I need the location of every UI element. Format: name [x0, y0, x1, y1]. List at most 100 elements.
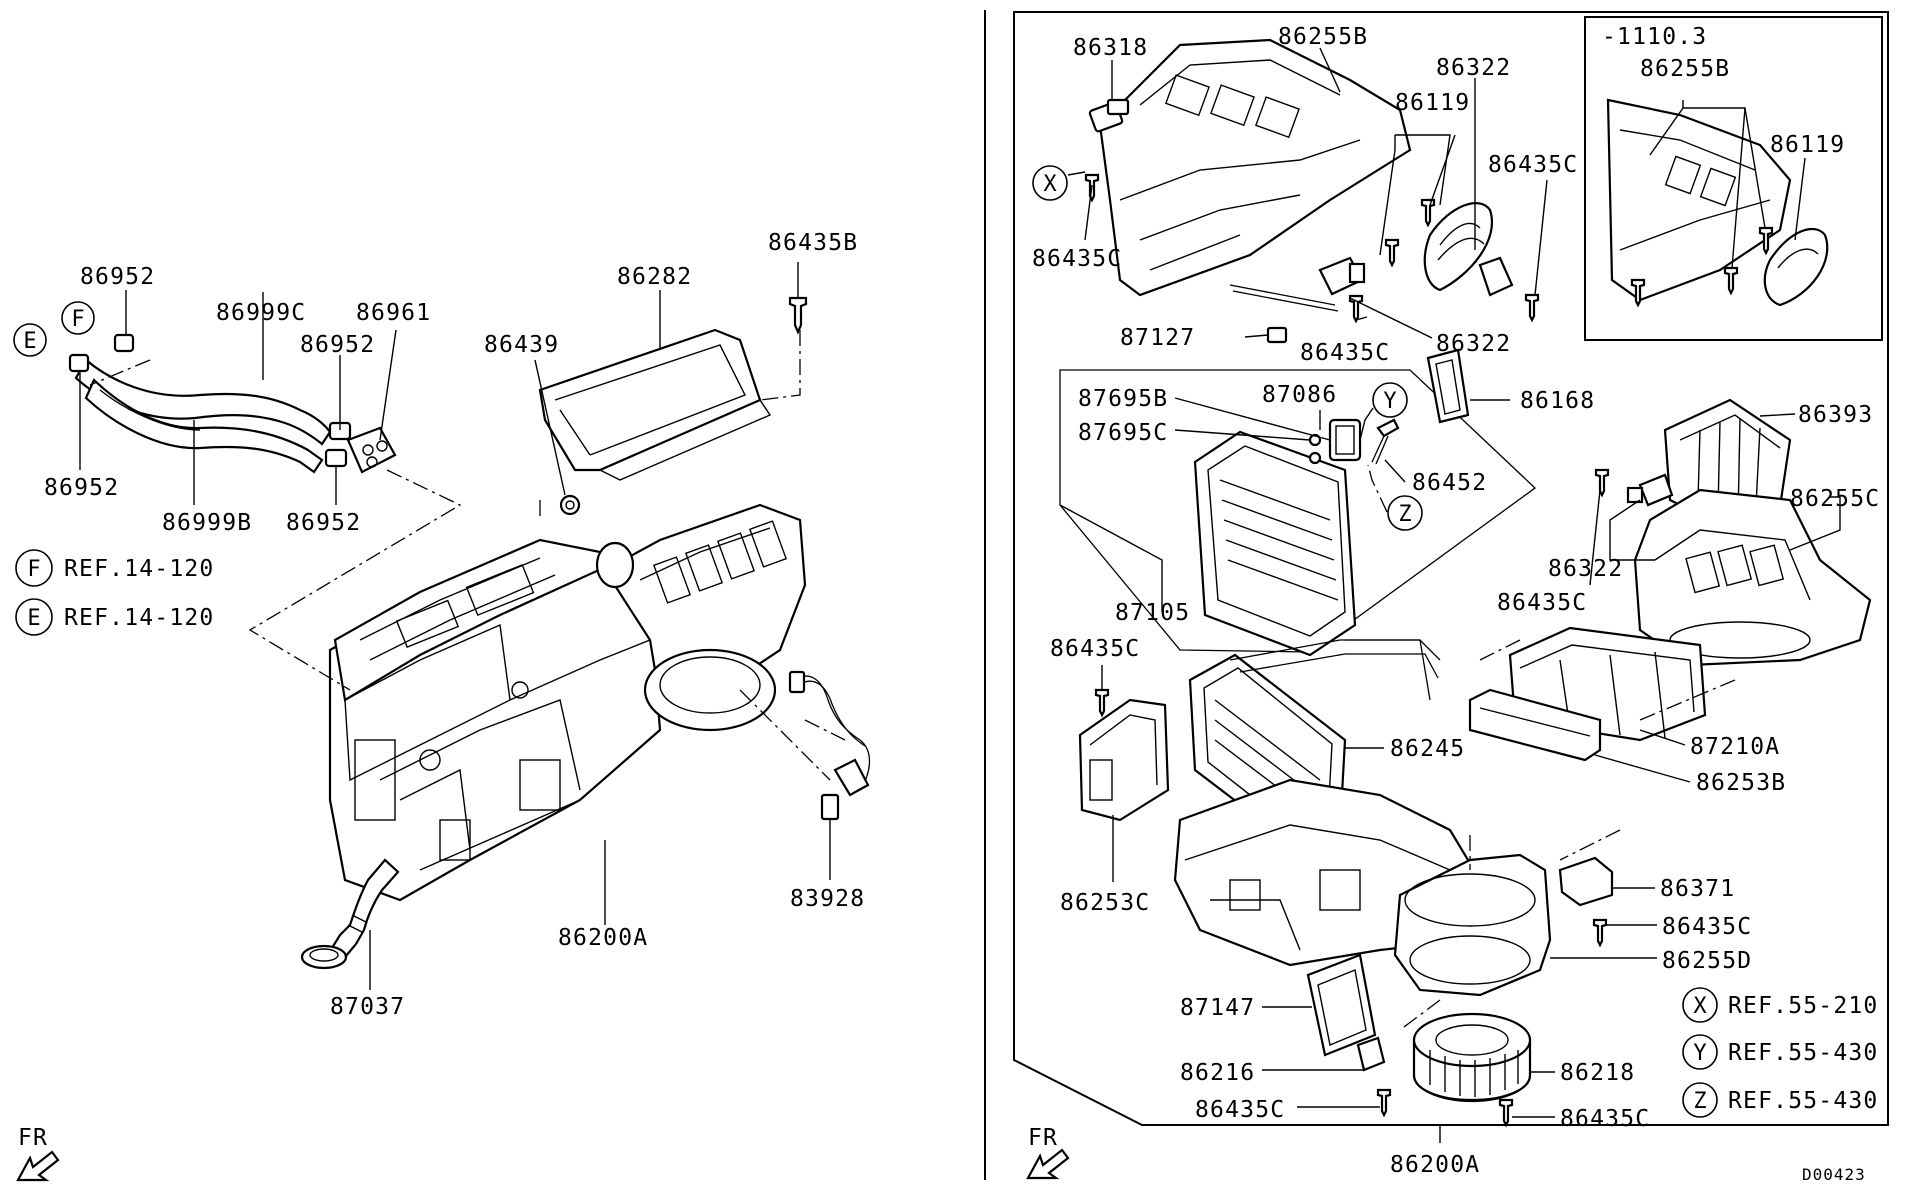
bolt-86452	[1371, 418, 1400, 465]
label-86255D: 86255D	[1662, 948, 1752, 974]
label-86435C-b: 86435C	[1032, 246, 1122, 272]
inset-caption: -1110.3	[1602, 24, 1707, 50]
label-86435C-h: 86435C	[1560, 1106, 1650, 1132]
ref-note-X: X REF.55-210	[1682, 987, 1878, 1023]
label-86435B: 86435B	[768, 230, 858, 256]
linkage-rod	[1229, 284, 1339, 344]
label-87695C: 87695C	[1078, 420, 1168, 446]
svg-text:Y: Y	[1693, 1041, 1706, 1066]
mode-cam-plate	[1423, 202, 1514, 297]
svg-text:F: F	[27, 557, 40, 582]
svg-text:F: F	[71, 307, 84, 332]
right-assembly-frame	[1013, 11, 1889, 1126]
drain-hose	[300, 858, 400, 970]
expansion-valve-87086	[1328, 418, 1362, 462]
label-87147: 87147	[1180, 995, 1255, 1021]
intake-housing-upper	[1098, 38, 1412, 297]
label-86435C-f: 86435C	[1662, 914, 1752, 940]
label-86168: 86168	[1520, 388, 1595, 414]
label-86961: 86961	[356, 300, 431, 326]
label-86245: 86245	[1390, 736, 1465, 762]
ref-note-Y: Y REF.55-430	[1682, 1034, 1878, 1070]
svg-text:REF.14-120: REF.14-120	[64, 556, 214, 582]
label-87695B: 87695B	[1078, 386, 1168, 412]
left-part-labels: 86952 86999C 86961 86952 86952 86999B 86…	[44, 230, 865, 1020]
callout-X: X	[1032, 165, 1068, 201]
label-86435C-e: 86435C	[1050, 636, 1140, 662]
servo-86322-top	[1318, 256, 1366, 296]
label-86999B: 86999B	[162, 510, 252, 536]
o-rings	[1308, 433, 1322, 465]
label-86318: 86318	[1073, 35, 1148, 61]
assembly-guide-lines-left	[89, 330, 846, 781]
leader-lines-inset	[1649, 100, 1806, 269]
ref-note-F: F REF.14-120	[15, 549, 214, 587]
grommet-86439	[559, 494, 581, 516]
label-87127: 87127	[1120, 325, 1195, 351]
side-bracket-86253C	[1078, 688, 1170, 822]
heater-unit-assembly	[328, 503, 807, 902]
inset-frame	[1584, 16, 1883, 341]
intake-case-86255C	[1633, 488, 1872, 667]
blower-motor-86218	[1412, 1012, 1532, 1103]
svg-text:REF.14-120: REF.14-120	[64, 605, 214, 631]
leader-lines-right	[1059, 47, 1841, 1143]
callout-Y: Y	[1372, 382, 1408, 418]
label-86435C-g: 86435C	[1195, 1097, 1285, 1123]
hose-connector-plate	[346, 426, 397, 474]
svg-text:FR: FR	[1028, 1125, 1058, 1151]
label-86371: 86371	[1660, 876, 1735, 902]
svg-text:REF.55-430: REF.55-430	[1728, 1088, 1878, 1114]
label-83928: 83928	[790, 886, 865, 912]
label-86322-a: 86322	[1436, 55, 1511, 81]
label-87086: 87086	[1262, 382, 1337, 408]
label-86255B: 86255B	[1278, 24, 1368, 50]
inset-label-86119: 86119	[1770, 132, 1845, 158]
assembly-guide-lines-right	[1399, 639, 1736, 1031]
label-86952-c: 86952	[44, 475, 119, 501]
callout-E: E	[13, 323, 47, 357]
ref-note-Z: Z REF.55-430	[1682, 1082, 1878, 1118]
hose-clamp	[68, 333, 352, 468]
inset-detail	[1606, 98, 1829, 308]
label-86200A-right: 86200A	[1390, 1152, 1480, 1178]
callout-F: F	[61, 301, 95, 335]
svg-text:REF.55-210: REF.55-210	[1728, 993, 1878, 1019]
svg-text:Z: Z	[1398, 502, 1411, 527]
label-86218: 86218	[1560, 1060, 1635, 1086]
right-part-labels: 86318 86255B 86322 86119 86435C 86435C 8…	[1032, 24, 1880, 1178]
callout-Z: Z	[1387, 495, 1423, 531]
resistor-86371	[1558, 856, 1614, 907]
svg-text:E: E	[27, 606, 40, 631]
filter-frame-86253B	[1468, 688, 1602, 762]
filter-cover	[538, 328, 772, 481]
leader-lines-left	[79, 262, 831, 990]
label-86435C-c: 86435C	[1300, 340, 1390, 366]
seal-86168	[1426, 348, 1470, 424]
label-86282: 86282	[617, 264, 692, 290]
front-direction-arrow-right: FR	[1026, 1125, 1070, 1180]
label-86322-b: 86322	[1436, 331, 1511, 357]
label-86255C: 86255C	[1790, 486, 1880, 512]
label-86253B: 86253B	[1696, 770, 1786, 796]
svg-text:FR: FR	[18, 1125, 48, 1151]
label-86999C: 86999C	[216, 300, 306, 326]
actuator-86318	[1088, 98, 1130, 133]
label-86393: 86393	[1798, 402, 1873, 428]
screws-bottom	[1376, 1088, 1514, 1128]
label-87037: 87037	[330, 994, 405, 1020]
svg-text:REF.55-430: REF.55-430	[1728, 1040, 1878, 1066]
label-86200A-left: 86200A	[558, 925, 648, 951]
diagram-code: D00423	[1802, 1165, 1866, 1184]
bracket-86216	[1356, 1036, 1386, 1072]
screw-86435B	[788, 296, 808, 335]
label-86435C-d: 86435C	[1497, 590, 1587, 616]
svg-text:E: E	[23, 329, 36, 354]
label-86322-c: 86322	[1548, 556, 1623, 582]
servo-86322-mid	[1594, 468, 1674, 507]
label-86952-a: 86952	[80, 264, 155, 290]
control-unit-87147	[1306, 953, 1377, 1057]
label-87210A: 87210A	[1690, 734, 1780, 760]
label-86952-d: 86952	[286, 510, 361, 536]
label-86439: 86439	[484, 332, 559, 358]
